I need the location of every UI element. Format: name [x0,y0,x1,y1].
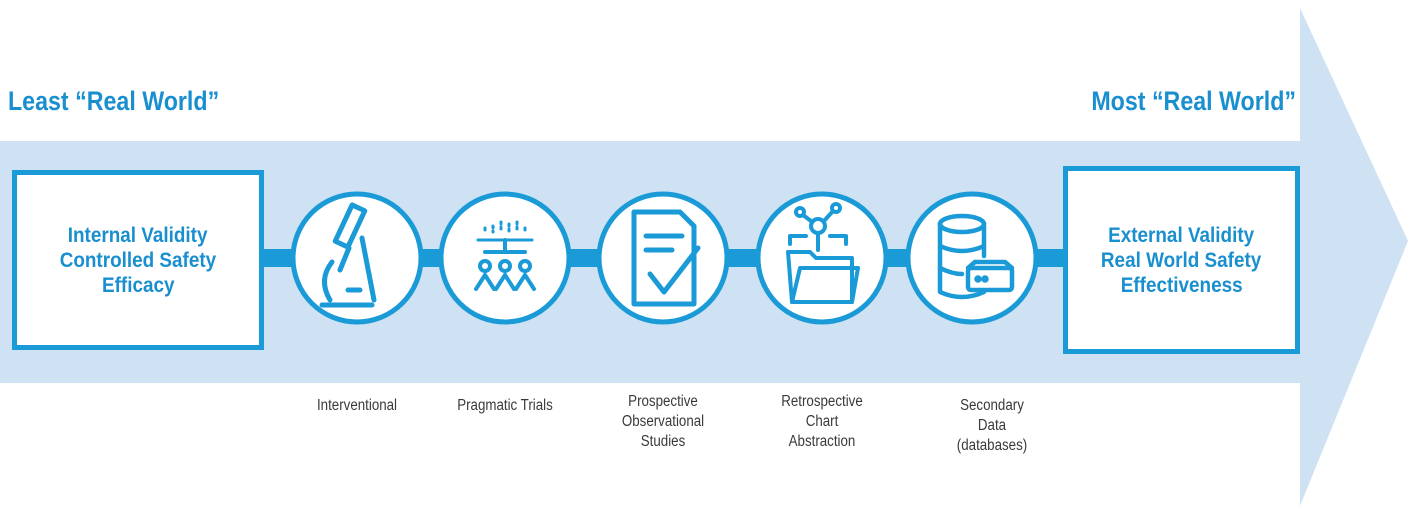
most-real-world-heading: Most “Real World” [1091,86,1296,116]
stage-circle-retrospective [755,191,889,325]
caption-pragmatic-trials: Pragmatic Trials [457,396,553,416]
external-validity-box: External Validity Real World Safety Effe… [1063,166,1300,354]
caption-line: Retrospective [781,393,863,410]
box-line: External Validity [1108,223,1255,247]
crowd-group-icon [474,220,536,291]
folder-network-icon [786,202,860,304]
caption-prospective: Prospective Observational Studies [622,392,704,452]
box-line: Effectiveness [1120,273,1243,297]
caption-retrospective: Retrospective Chart Abstraction [781,392,862,452]
box-line: Controlled Safety [59,248,217,272]
database-icon [937,213,1015,300]
box-line: Real World Safety [1101,248,1262,272]
stage-circle-interventional [290,191,424,325]
caption-line: Secondary [960,397,1024,414]
checklist-document-icon [631,209,701,307]
caption-line: Interventional [316,397,398,414]
caption-line: Chart [805,413,839,430]
caption-line: Prospective [628,393,698,410]
stage-circle-prospective [596,191,730,325]
internal-validity-box: Internal Validity Controlled Safety Effi… [12,170,264,350]
caption-secondary-data: Secondary Data (databases) [957,396,1027,456]
caption-line: Studies [640,433,686,450]
stage-circle-pragmatic-trials [438,191,572,325]
microscope-icon [319,202,377,308]
least-real-world-heading: Least “Real World” [8,86,220,116]
caption-line: Observational [621,413,705,430]
caption-line: (databases) [956,437,1028,454]
caption-interventional: Interventional [317,396,397,416]
caption-line: Pragmatic Trials [457,397,553,414]
box-line: Efficacy [101,273,175,297]
stage-circle-secondary-data [905,191,1039,325]
box-line: Internal Validity [68,223,208,247]
caption-line: Abstraction [788,433,856,450]
caption-line: Data [977,417,1007,434]
